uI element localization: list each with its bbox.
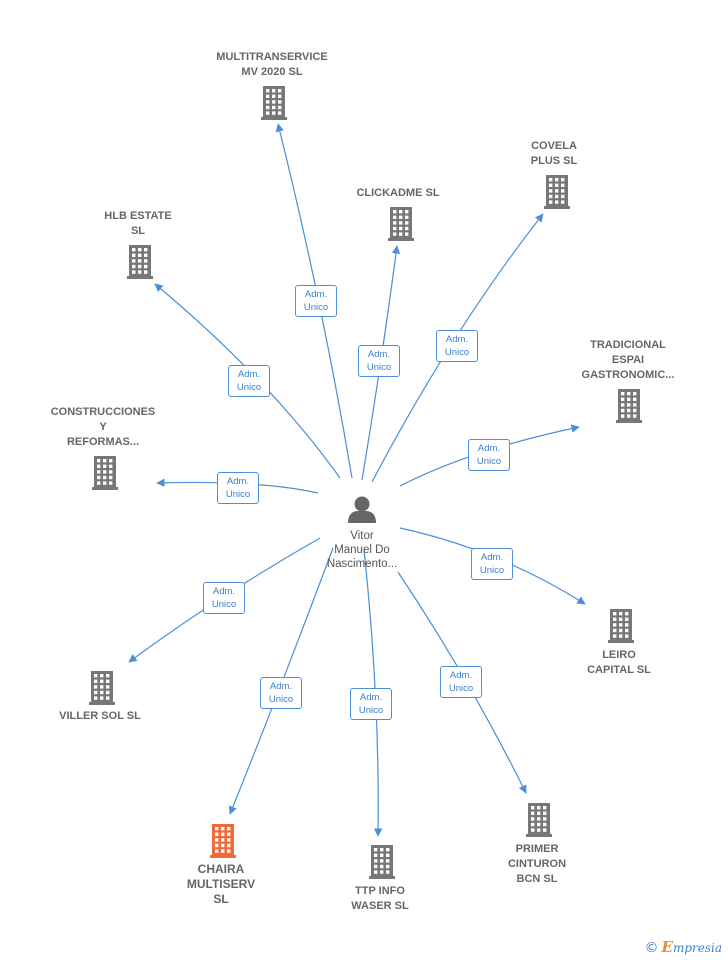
relation-label-construcciones: Adm. Unico [217,472,259,504]
person-icon[interactable] [348,496,376,524]
company-label-primer[interactable]: PRIMER CINTURON BCN SL [507,843,567,885]
relation-label-multitranservice: Adm. Unico [295,285,337,317]
building-icon-covela[interactable] [544,175,570,209]
company-label-tradicional[interactable]: TRADICIONAL ESPAI GASTRONOMIC... [581,339,675,381]
relation-label-chaira: Adm. Unico [260,677,302,709]
building-icon-tradicional[interactable] [616,389,642,423]
company-label-hlb-estate[interactable]: HLB ESTATE SL [104,210,172,237]
building-icon-multitranservice[interactable] [261,86,287,120]
building-icon-primer[interactable] [526,803,552,837]
relation-label-covela: Adm. Unico [436,330,478,362]
building-icon-construcciones[interactable] [92,456,118,490]
building-icon-ttp[interactable] [369,845,395,879]
building-icon-clickadme[interactable] [388,207,414,241]
relation-label-hlb-estate: Adm. Unico [228,365,270,397]
company-label-covela[interactable]: COVELA PLUS SL [530,140,578,167]
company-label-multitranservice[interactable]: MULTITRANSERVICE MV 2020 SL [216,51,328,78]
company-label-chaira[interactable]: CHAIRA MULTISERV SL [186,862,256,906]
empresia-logo: ©Empresia [645,938,723,956]
copyright-symbol: © [644,940,659,956]
building-icon-viller[interactable] [89,671,115,705]
building-icon-leiro[interactable] [608,609,634,643]
relation-label-primer: Adm. Unico [440,666,482,698]
relation-label-ttp: Adm. Unico [350,688,392,720]
relation-label-leiro: Adm. Unico [471,548,513,580]
relation-label-clickadme: Adm. Unico [358,345,400,377]
relation-label-viller: Adm. Unico [203,582,245,614]
center-person-name[interactable]: Vitor Manuel Do Nascimento... [326,530,398,570]
brand-rest: mpresia [672,941,722,955]
company-label-viller[interactable]: VILLER SOL SL [59,710,141,722]
building-icon-chaira[interactable] [210,824,236,858]
company-label-construcciones[interactable]: CONSTRUCCIONES Y REFORMAS... [50,406,156,448]
relation-label-tradicional: Adm. Unico [468,439,510,471]
company-label-clickadme[interactable]: CLICKADME SL [356,187,440,199]
company-label-ttp[interactable]: TTP INFO WASER SL [351,885,409,912]
building-icon-hlb-estate[interactable] [127,245,153,279]
brand-initial: E [661,938,673,956]
company-label-leiro[interactable]: LEIRO CAPITAL SL [587,649,651,676]
